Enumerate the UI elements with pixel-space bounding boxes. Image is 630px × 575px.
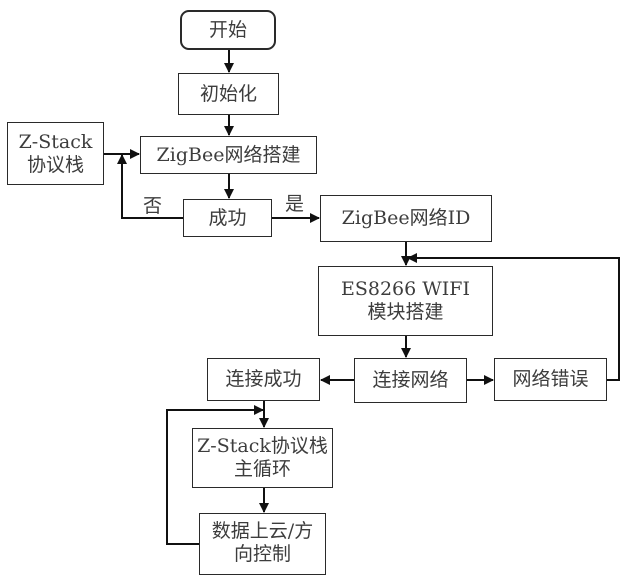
edge-label-yes: 是 <box>285 193 305 215</box>
node-data-cloud: 数据上云/方 向控制 <box>199 513 326 575</box>
node-zigbee-id: ZigBee网络ID <box>320 195 492 242</box>
edge-success-no-loop <box>117 154 183 219</box>
node-main-loop: Z-Stack协议栈 主循环 <box>192 428 333 488</box>
node-zigbee-build: ZigBee网络搭建 <box>140 136 317 174</box>
node-success: 成功 <box>183 199 272 237</box>
node-network-error: 网络错误 <box>494 358 607 401</box>
edge-label-no: 否 <box>143 195 163 217</box>
node-start: 开始 <box>180 10 276 50</box>
node-wifi-build: ES8266 WIFI 模块搭建 <box>318 266 493 336</box>
node-connect-success: 连接成功 <box>207 358 320 401</box>
node-init: 初始化 <box>178 73 279 115</box>
edge-data-back-loop <box>166 405 264 545</box>
node-zstack: Z-Stack 协议栈 <box>7 122 104 185</box>
node-connect-network: 连接网络 <box>354 358 467 403</box>
edge-error-retry <box>407 253 620 381</box>
